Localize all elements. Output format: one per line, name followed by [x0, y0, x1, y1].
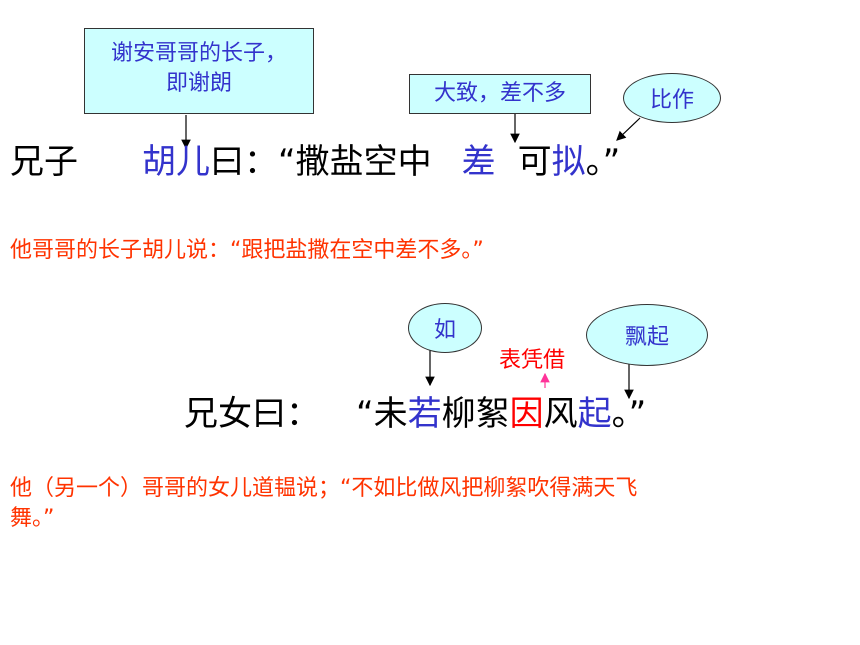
sentence2-wei: “未: [356, 394, 408, 434]
annotation-dazhi-box: 大致，差不多: [409, 74, 591, 114]
sentence2-ruo: 若: [407, 394, 442, 434]
sentence1-yue: 曰：“撒盐空中: [210, 142, 432, 182]
sentence1-ke: 可: [517, 142, 552, 182]
annotation-bizuo-oval: 比作: [623, 73, 721, 123]
translation-2-line1: 他（另一个）哥哥的女儿道韫说；“不如比做风把柳絮吹得满天飞: [10, 476, 638, 501]
sentence-1: 兄子 胡儿曰：“撒盐空中差可拟。”: [10, 142, 620, 182]
annotation-ru-oval: 如: [408, 303, 482, 353]
annotation-dazhi-text: 大致，差不多: [433, 81, 566, 106]
sentence2-qi: 起: [577, 394, 612, 434]
translation-1: 他哥哥的长子胡儿说：“跟把盐撒在空中差不多。”: [10, 238, 484, 263]
annotation-bizuo-text: 比作: [649, 88, 694, 113]
annotation-ru-text: 如: [433, 318, 456, 343]
sentence2-xiongnu: 兄女曰：: [184, 394, 320, 434]
sentence1-end: 。”: [585, 142, 621, 182]
annotation-xie-an-line1: 谢安哥哥的长子，: [110, 41, 287, 66]
annotation-biaopingjie: 表凭借: [499, 348, 566, 373]
arrow-to-ni: [616, 117, 641, 141]
sentence2-liuxu: 柳絮: [441, 394, 510, 434]
sentence1-xiongzi: 兄子: [10, 142, 78, 182]
annotation-xie-an-line2: 即谢朗: [165, 71, 232, 96]
sentence1-huer: 胡儿: [142, 142, 210, 182]
sentence2-yin: 因: [509, 394, 544, 434]
annotation-piaoqi-oval: 飘起: [586, 304, 708, 366]
sentence1-ni: 拟: [551, 142, 586, 182]
translation-2: 他（另一个）哥哥的女儿道韫说；“不如比做风把柳絮吹得满天飞 舞。”: [10, 474, 637, 534]
annotation-xie-an-box: 谢安哥哥的长子， 即谢朗: [84, 28, 314, 114]
sentence-2: 兄女曰： “未若柳絮因风起。”: [184, 394, 646, 434]
translation-2-line2: 舞。”: [10, 506, 55, 531]
annotation-piaoqi-text: 飘起: [624, 325, 669, 350]
sentence1-cha: 差: [461, 142, 496, 182]
sentence2-feng: 风: [543, 394, 578, 434]
sentence2-end: 。”: [611, 394, 647, 434]
